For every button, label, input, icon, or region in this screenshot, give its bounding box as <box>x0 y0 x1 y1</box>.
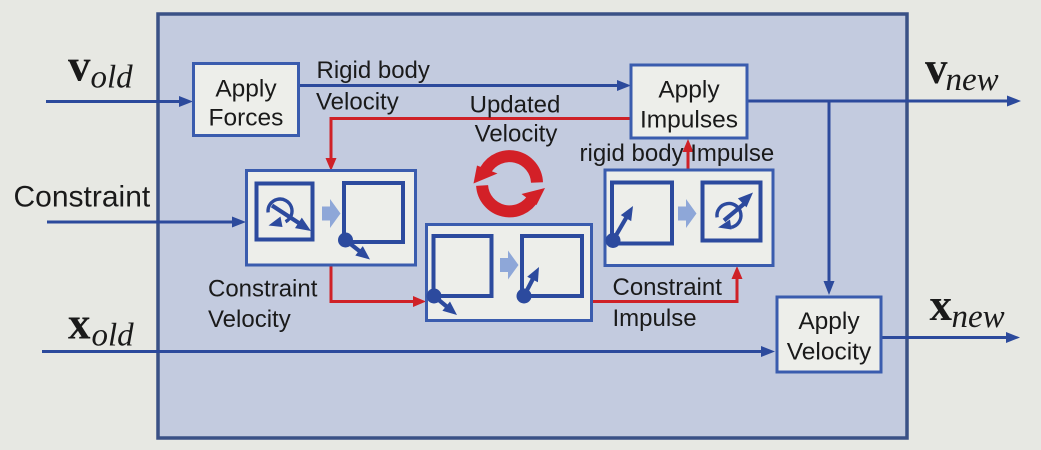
svg-text:old: old <box>91 60 134 96</box>
svg-text:Updated: Updated <box>470 92 561 119</box>
svg-text:new: new <box>952 299 1005 335</box>
svg-text:v: v <box>925 43 948 93</box>
svg-text:Apply: Apply <box>798 308 860 335</box>
svg-text:old: old <box>92 318 135 354</box>
svg-text:Rigid body: Rigid body <box>317 57 430 84</box>
svg-text:x: x <box>930 280 953 330</box>
svg-text:x: x <box>68 299 91 349</box>
svg-text:v: v <box>68 41 91 91</box>
svg-text:Velocity: Velocity <box>208 306 291 333</box>
svg-text:rigid body Impulse: rigid body Impulse <box>580 140 775 167</box>
svg-text:Apply: Apply <box>658 77 720 104</box>
svg-text:Impulses: Impulses <box>640 107 738 134</box>
svg-text:Forces: Forces <box>209 105 284 132</box>
svg-text:Constraint: Constraint <box>613 274 723 301</box>
svg-text:Velocity: Velocity <box>316 89 399 116</box>
svg-text:Velocity: Velocity <box>787 339 872 366</box>
svg-text:Apply: Apply <box>215 76 277 103</box>
svg-text:Velocity: Velocity <box>475 121 558 148</box>
svg-text:Impulse: Impulse <box>613 305 697 332</box>
svg-text:Constraint: Constraint <box>208 276 318 303</box>
svg-text:Constraint: Constraint <box>14 181 151 214</box>
svg-text:new: new <box>946 62 999 98</box>
